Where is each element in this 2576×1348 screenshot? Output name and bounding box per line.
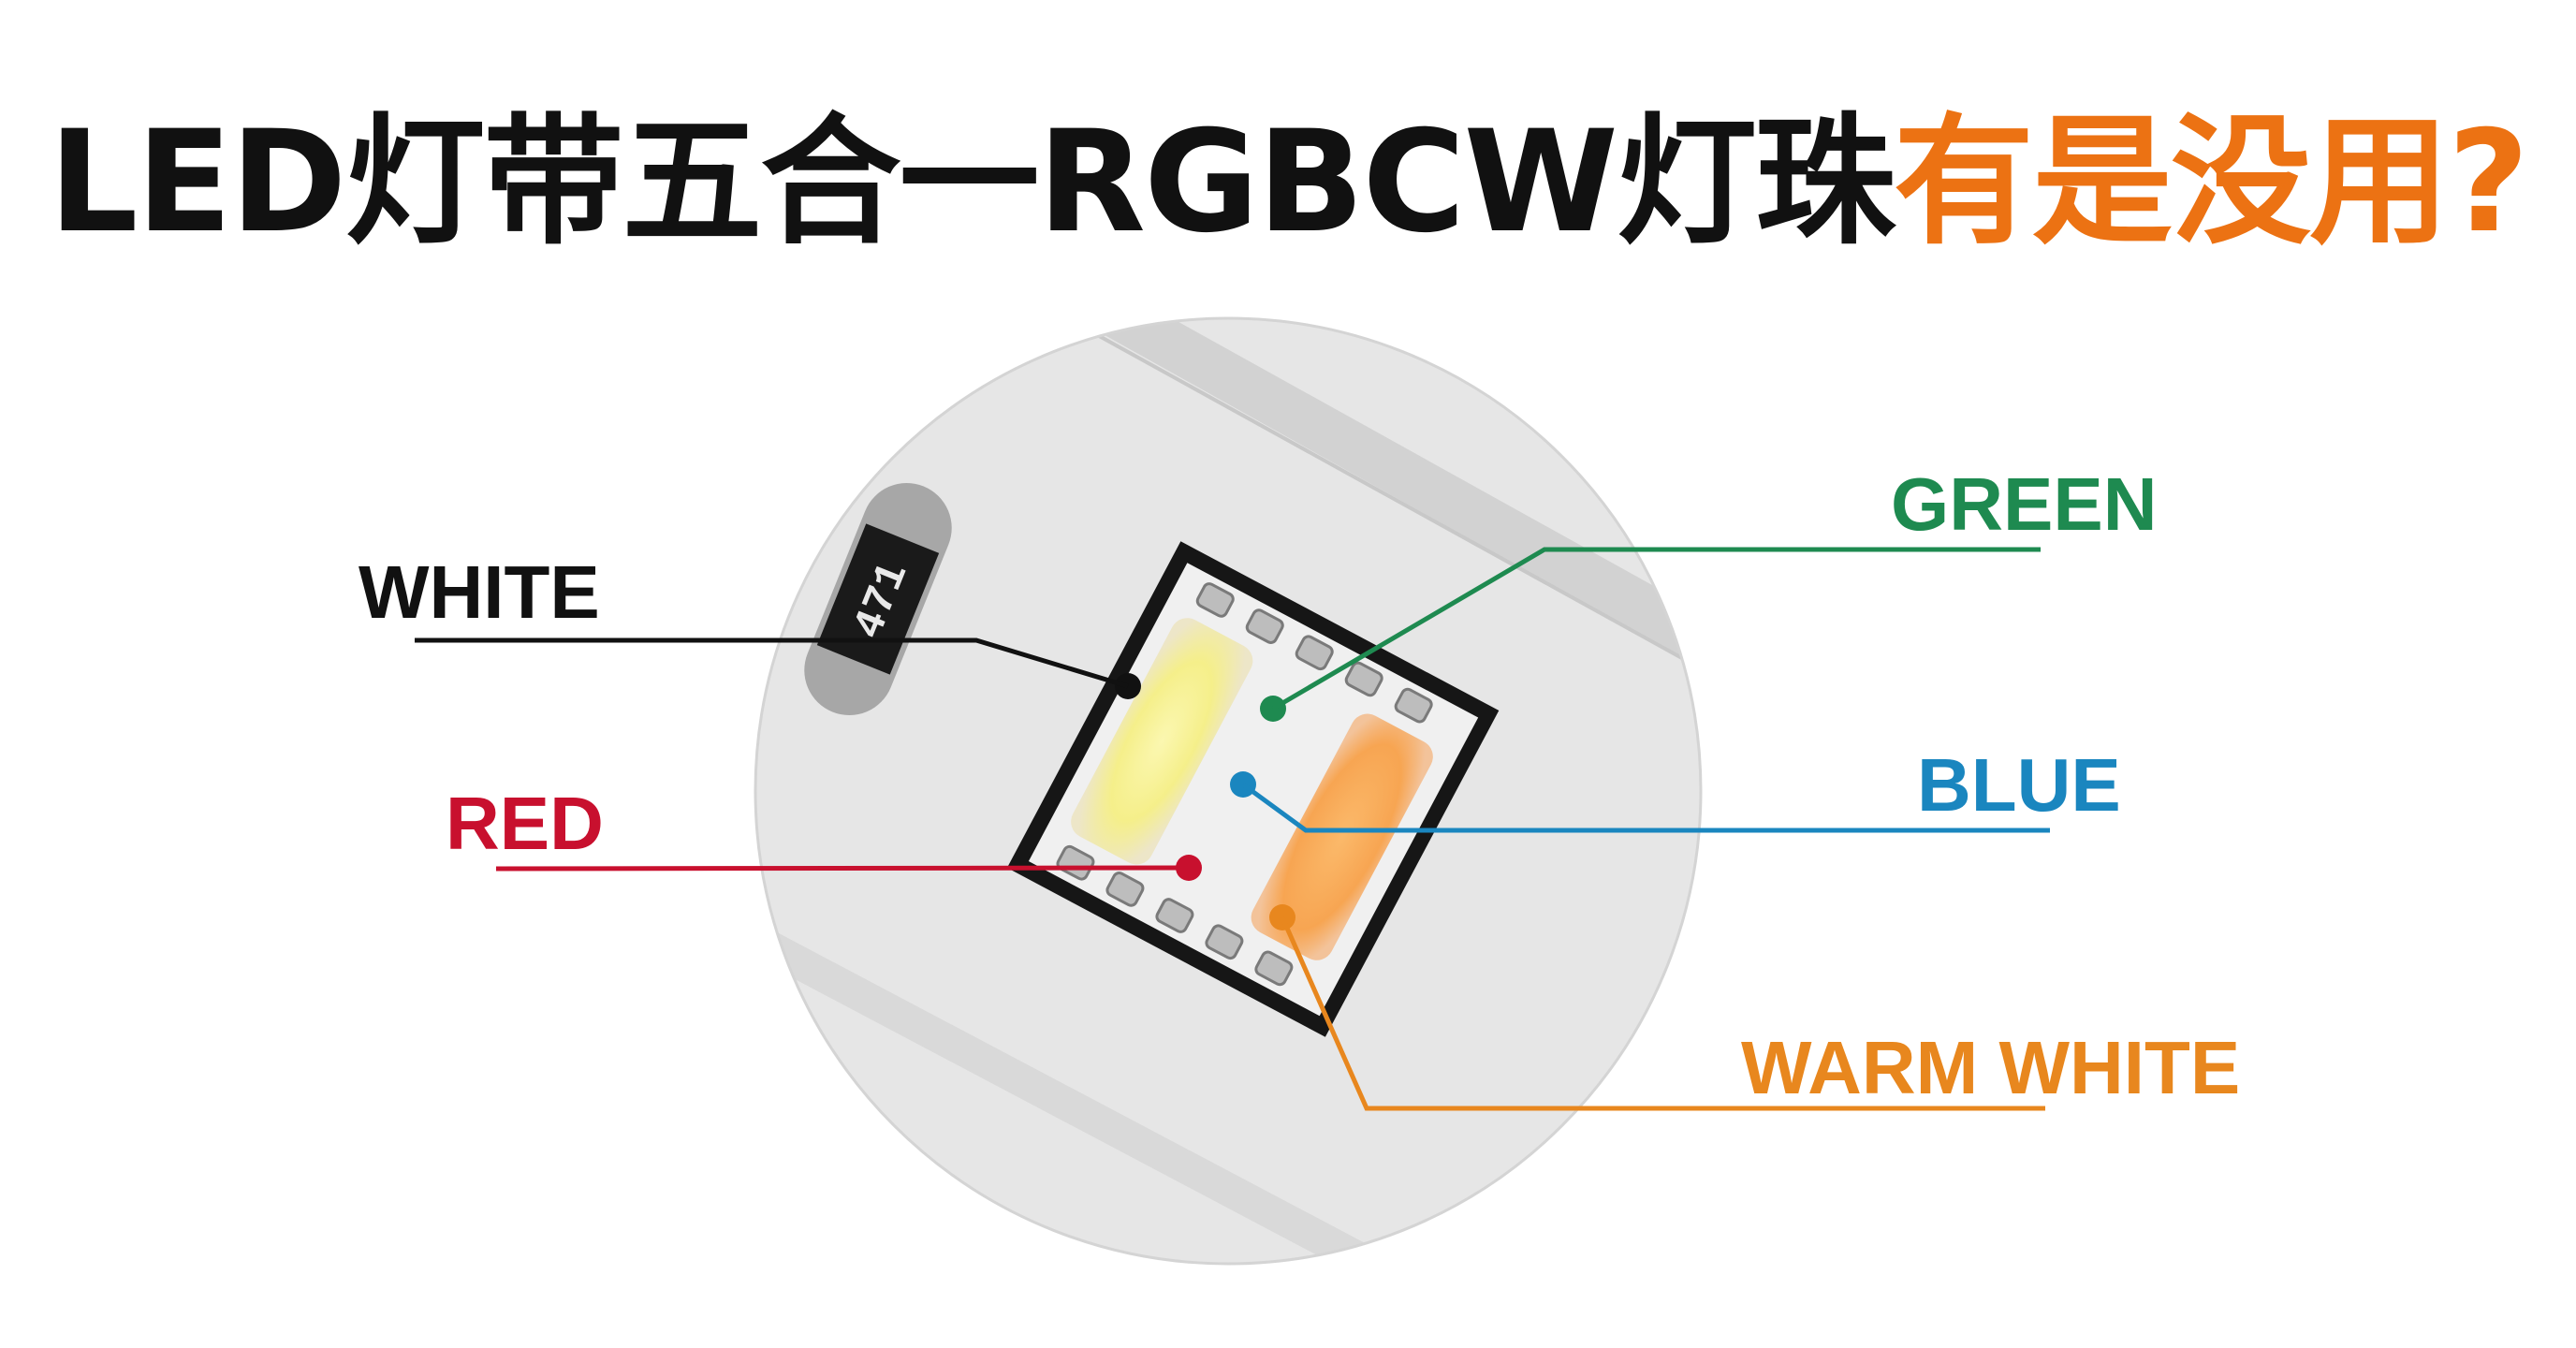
- green-leader-line: [1271, 547, 2041, 711]
- blue-leader-line: [1241, 782, 2050, 833]
- warm-white-label: WARM WHITE: [1741, 1026, 2240, 1109]
- page-title: LED灯带五合一RGBCW灯珠有是没用?: [0, 112, 2576, 253]
- red-leader-line: [495, 865, 1190, 872]
- title-accent: 有是没用?: [1894, 101, 2529, 264]
- white-emitter: [1071, 618, 1253, 865]
- warm-white-leader-line: [1280, 916, 2045, 1111]
- chip-pins-bottom: [1056, 844, 1294, 987]
- resistor: 471: [804, 482, 952, 716]
- white-label: WHITE: [359, 550, 600, 634]
- chip-pins-top: [1195, 582, 1433, 724]
- title-main: LED灯带五合一RGBCW灯珠: [48, 101, 1895, 264]
- blue-label: BLUE: [1917, 743, 2121, 827]
- white-leader-line: [415, 637, 1129, 689]
- red-label: RED: [446, 782, 604, 865]
- warm-white-emitter: [1251, 713, 1433, 960]
- green-label: GREEN: [1891, 462, 2158, 546]
